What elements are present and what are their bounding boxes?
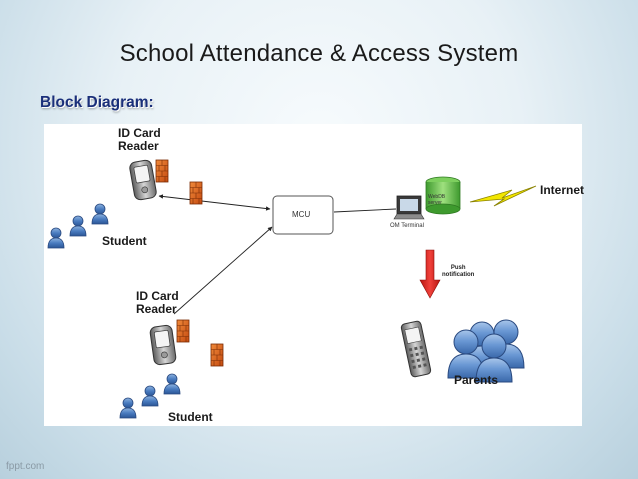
slide-subtitle: Block Diagram: bbox=[40, 94, 154, 111]
label-push-notification: Push notification bbox=[442, 265, 475, 278]
id-card-reader-icon bbox=[128, 158, 158, 202]
link-reader-top-to-mcu bbox=[158, 194, 271, 211]
label-mcu: MCU bbox=[292, 210, 311, 219]
lightning-bolt-icon bbox=[469, 185, 537, 207]
label-internet: Internet bbox=[540, 183, 585, 197]
firewall-icon bbox=[189, 181, 203, 205]
link-reader-bottom-to-mcu bbox=[173, 226, 273, 315]
id-card-reader-icon bbox=[148, 324, 178, 366]
database-server-icon bbox=[425, 176, 461, 215]
label-student-bottom: Student bbox=[168, 410, 213, 424]
slide-title: School Attendance & Access System bbox=[119, 40, 519, 67]
label-parents: Parents bbox=[454, 373, 499, 387]
computer-terminal-icon bbox=[393, 195, 425, 220]
firewall-icon bbox=[210, 343, 224, 367]
label-reader-top: ID Card Reader bbox=[118, 126, 161, 153]
firewall-icon bbox=[176, 319, 190, 343]
diagram-canvas bbox=[47, 158, 537, 419]
mcu-box bbox=[272, 195, 334, 235]
label-reader-bottom: ID Card Reader bbox=[136, 289, 179, 316]
link-mcu-to-terminal bbox=[333, 208, 397, 213]
push-arrow-icon bbox=[419, 249, 441, 299]
block-diagram: ID Card Reader Student ID Card Reader St… bbox=[44, 124, 585, 426]
student-group-icon bbox=[47, 203, 109, 249]
firewall-icon bbox=[155, 159, 169, 183]
label-student-top: Student bbox=[102, 234, 147, 248]
footer-watermark: fppt.com bbox=[6, 461, 45, 472]
label-webdb-server: WebDB server bbox=[428, 194, 446, 206]
mobile-phone-icon bbox=[400, 320, 432, 378]
label-om-terminal: OM Terminal bbox=[390, 223, 424, 229]
